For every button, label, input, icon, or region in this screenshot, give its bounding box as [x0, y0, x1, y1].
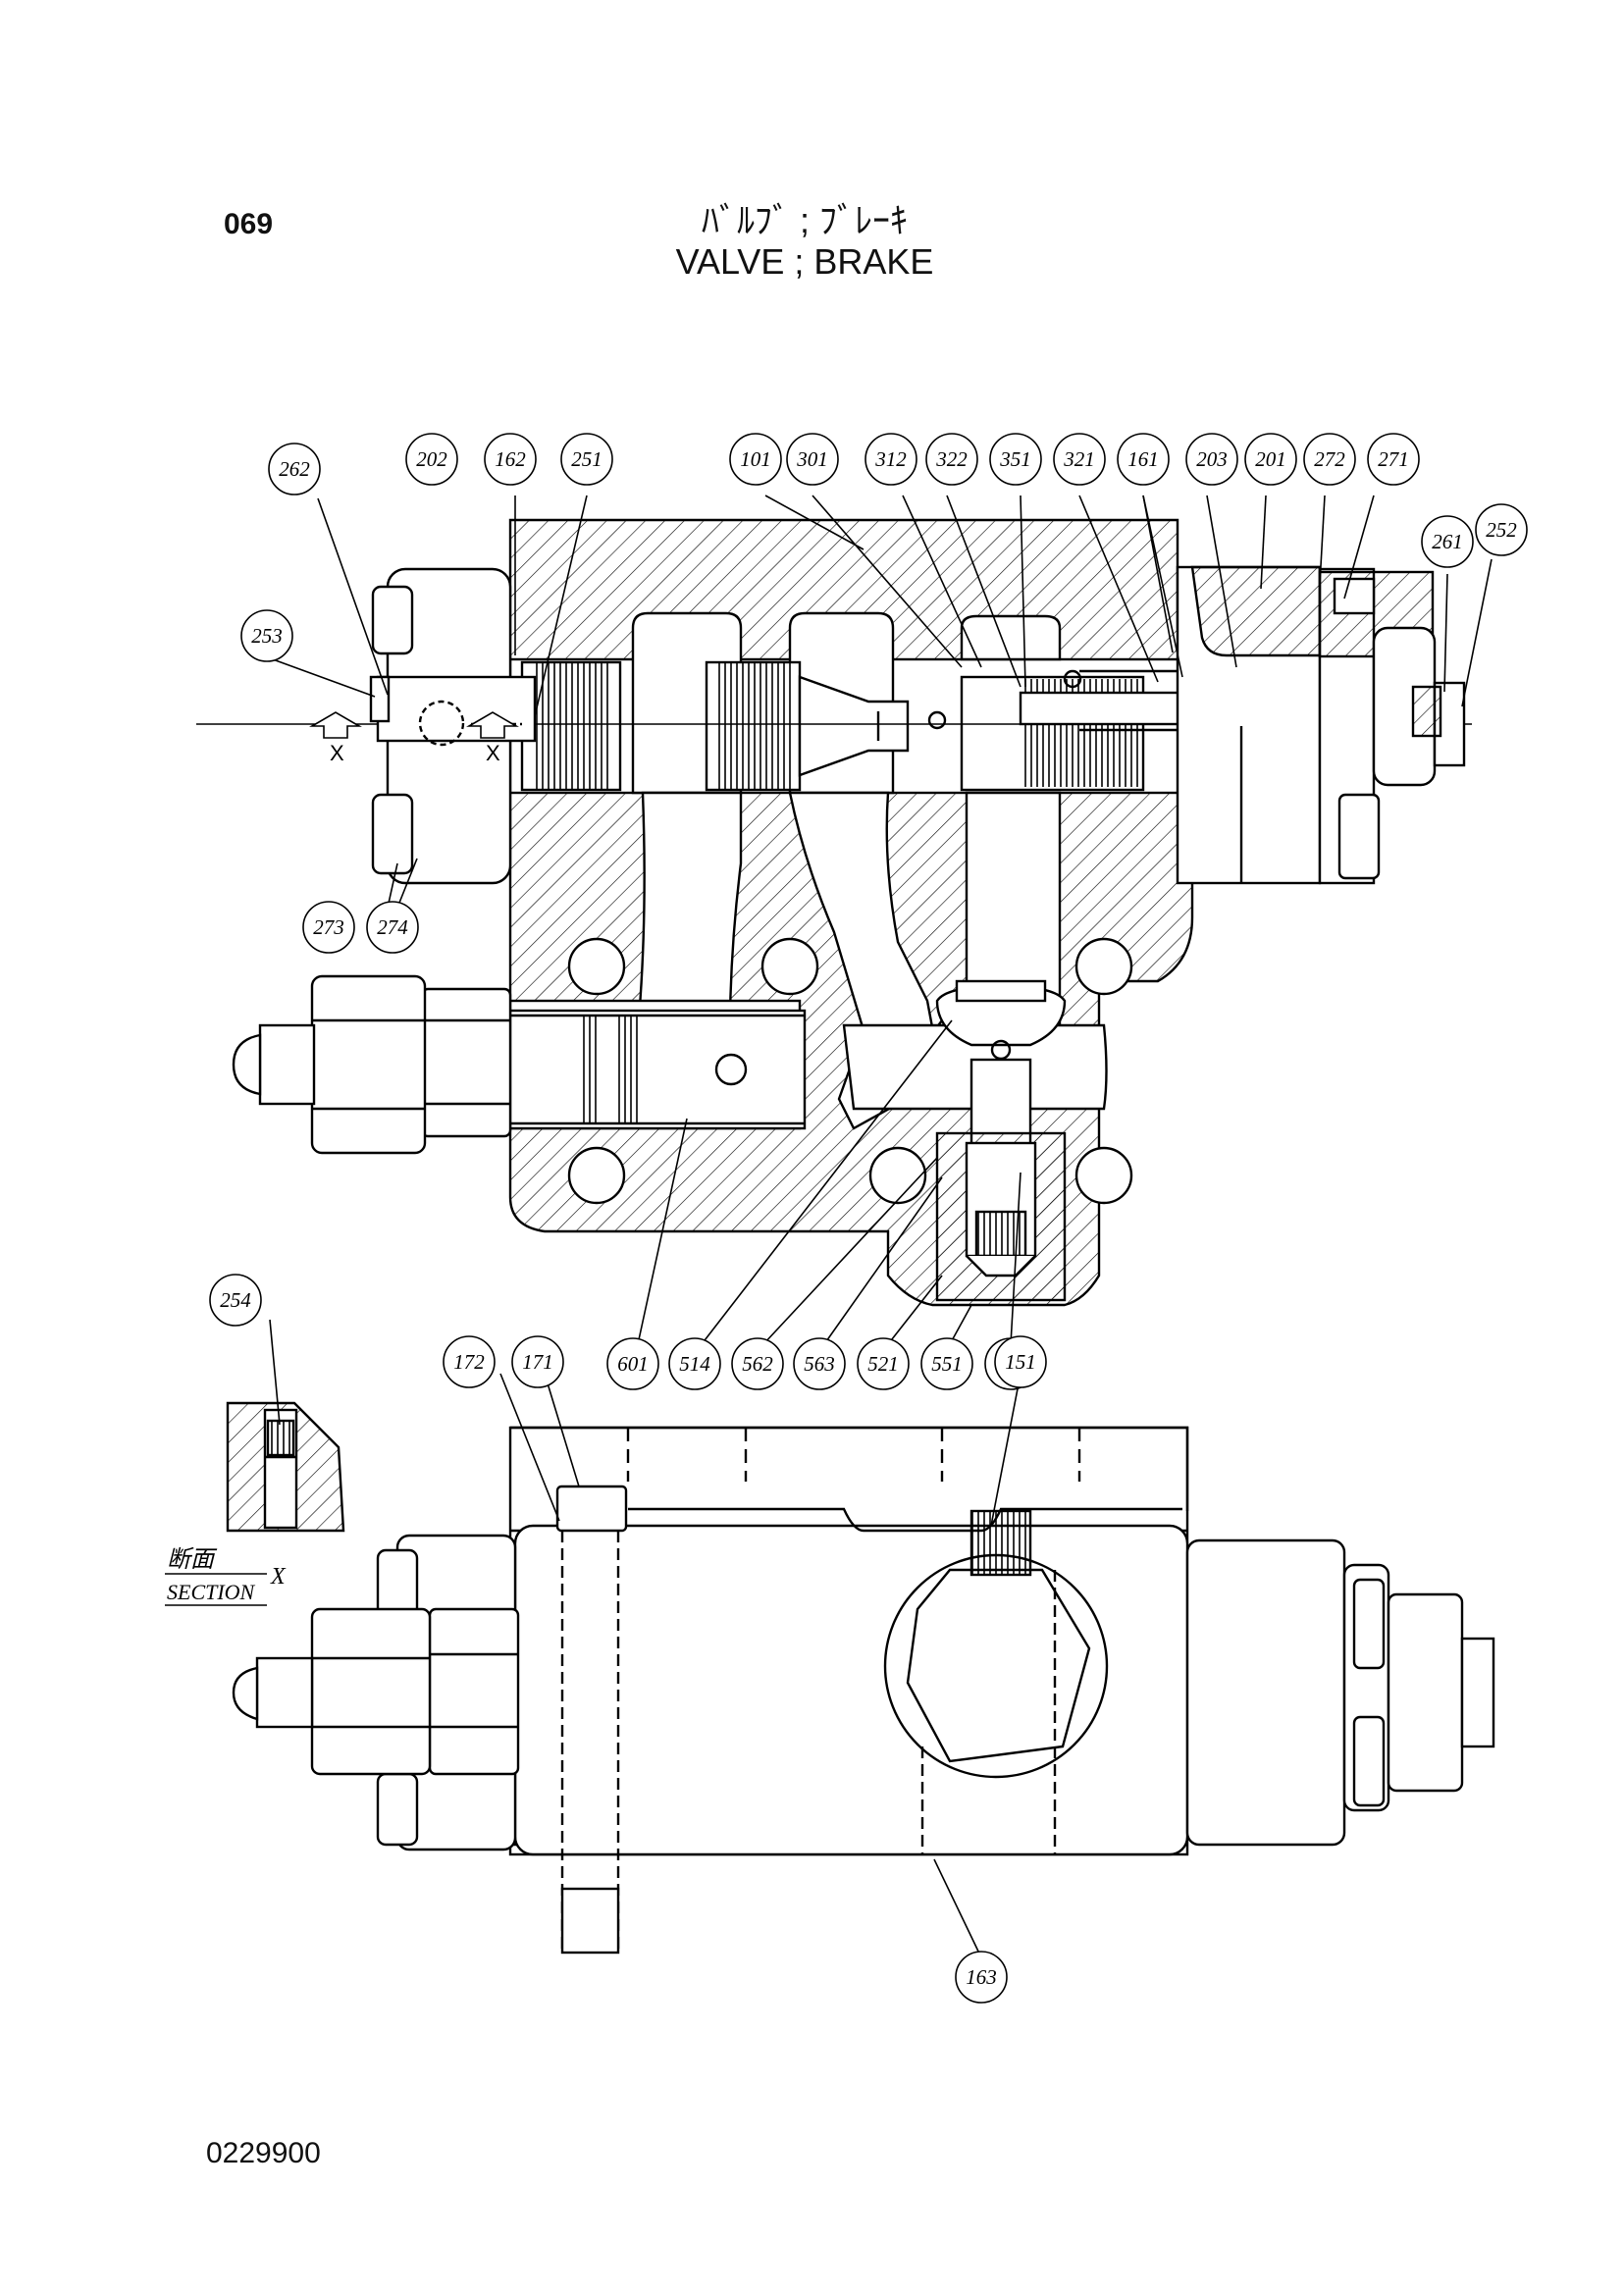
callout-261: 261 [1421, 515, 1474, 568]
svg-text:514: 514 [679, 1352, 710, 1376]
svg-text:171: 171 [522, 1350, 553, 1374]
svg-text:172: 172 [453, 1350, 485, 1374]
svg-text:262: 262 [279, 457, 310, 481]
svg-text:274: 274 [377, 915, 408, 939]
svg-text:253: 253 [251, 624, 283, 648]
svg-text:271: 271 [1378, 447, 1409, 471]
callout-551: 551 [920, 1337, 973, 1390]
svg-text:101: 101 [740, 447, 771, 471]
callout-151: 151 [994, 1335, 1047, 1388]
svg-text:273: 273 [313, 915, 344, 939]
svg-text:521: 521 [867, 1352, 899, 1376]
callout-203: 203 [1185, 433, 1238, 486]
callout-262: 262 [268, 443, 321, 495]
callout-322: 322 [925, 433, 978, 486]
callout-562: 562 [731, 1337, 784, 1390]
callout-563: 563 [793, 1337, 846, 1390]
svg-text:563: 563 [804, 1352, 835, 1376]
callout-301: 301 [786, 433, 839, 486]
svg-text:322: 322 [935, 447, 968, 471]
svg-text:261: 261 [1432, 530, 1463, 553]
callout-312: 312 [864, 433, 917, 486]
callout-163: 163 [955, 1951, 1008, 2004]
callout-161: 161 [1117, 433, 1170, 486]
svg-text:351: 351 [999, 447, 1031, 471]
callout-351: 351 [989, 433, 1042, 486]
svg-text:312: 312 [874, 447, 907, 471]
callout-202: 202 [405, 433, 458, 486]
callout-601: 601 [606, 1337, 659, 1390]
callout-321: 321 [1053, 433, 1106, 486]
svg-text:202: 202 [416, 447, 447, 471]
section-label-suffix: X [270, 1564, 287, 1590]
svg-text:562: 562 [742, 1352, 773, 1376]
svg-text:161: 161 [1127, 447, 1159, 471]
callout-272: 272 [1303, 433, 1356, 486]
callout-162: 162 [484, 433, 537, 486]
callout-171: 171 [511, 1335, 564, 1388]
drawing-number: 0229900 [206, 2137, 321, 2169]
callout-201: 201 [1244, 433, 1297, 486]
section-arrow-right-icon [466, 711, 519, 739]
svg-text:251: 251 [571, 447, 602, 471]
svg-text:601: 601 [617, 1352, 649, 1376]
svg-text:254: 254 [220, 1288, 251, 1312]
svg-text:162: 162 [495, 447, 526, 471]
svg-text:272: 272 [1314, 447, 1345, 471]
title-english: VALVE ; BRAKE [675, 241, 934, 282]
callout-254: 254 [209, 1274, 262, 1327]
svg-text:203: 203 [1196, 447, 1228, 471]
callout-172: 172 [443, 1335, 496, 1388]
callout-253: 253 [240, 609, 293, 662]
callout-252: 252 [1475, 503, 1528, 556]
callout-101: 101 [729, 433, 782, 486]
svg-text:301: 301 [796, 447, 828, 471]
title-japanese: ﾊﾞﾙﾌﾞ ; ﾌﾞﾚｰｷ [701, 200, 908, 240]
svg-text:201: 201 [1255, 447, 1286, 471]
callout-271: 271 [1367, 433, 1420, 486]
callout-251: 251 [560, 433, 613, 486]
section-label-en: SECTION [167, 1580, 256, 1604]
callout-273: 273 [302, 901, 355, 954]
callout-514: 514 [668, 1337, 721, 1390]
svg-text:321: 321 [1063, 447, 1095, 471]
section-arrow-left-icon [309, 711, 362, 739]
svg-text:551: 551 [931, 1352, 963, 1376]
section-mark-left: X [330, 741, 344, 765]
callout-521: 521 [857, 1337, 910, 1390]
page-number: 069 [224, 208, 274, 240]
section-mark-right: X [486, 741, 500, 765]
section-label-jp: 断面 [167, 1546, 218, 1573]
svg-text:252: 252 [1486, 518, 1517, 542]
svg-text:151: 151 [1005, 1350, 1036, 1374]
callout-274: 274 [366, 901, 419, 954]
svg-text:163: 163 [966, 1965, 997, 1989]
